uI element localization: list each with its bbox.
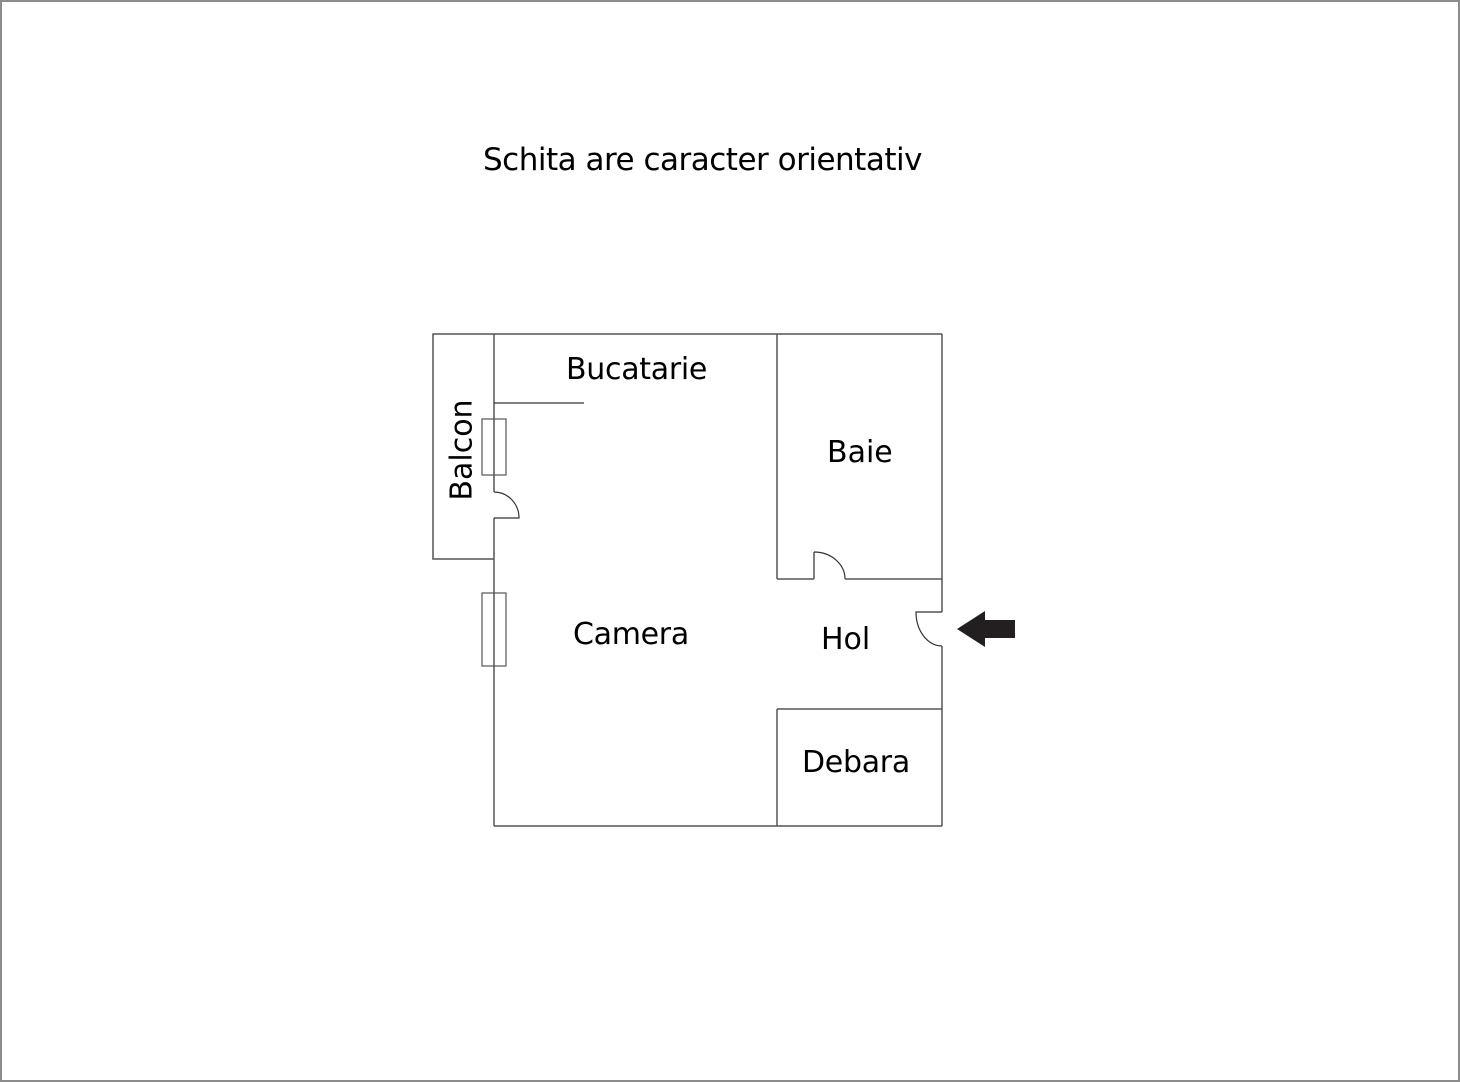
arrow-left-icon (957, 611, 1015, 647)
room-label-hol: Hol (821, 622, 871, 657)
room-label-baie: Baie (827, 435, 893, 470)
balcony-room (432, 333, 494, 560)
balcony-door-icon (493, 491, 520, 519)
entrance-door-icon (915, 611, 943, 647)
room-label-balcon: Balcon (444, 399, 480, 501)
room-label-camera: Camera (573, 617, 689, 652)
baie-door-icon (777, 551, 942, 580)
room-label-debara: Debara (802, 745, 910, 780)
page-title: Schita are caracter orientativ (483, 142, 922, 178)
room-label-bucatarie: Bucatarie (566, 352, 708, 387)
debara-room (776, 708, 942, 826)
